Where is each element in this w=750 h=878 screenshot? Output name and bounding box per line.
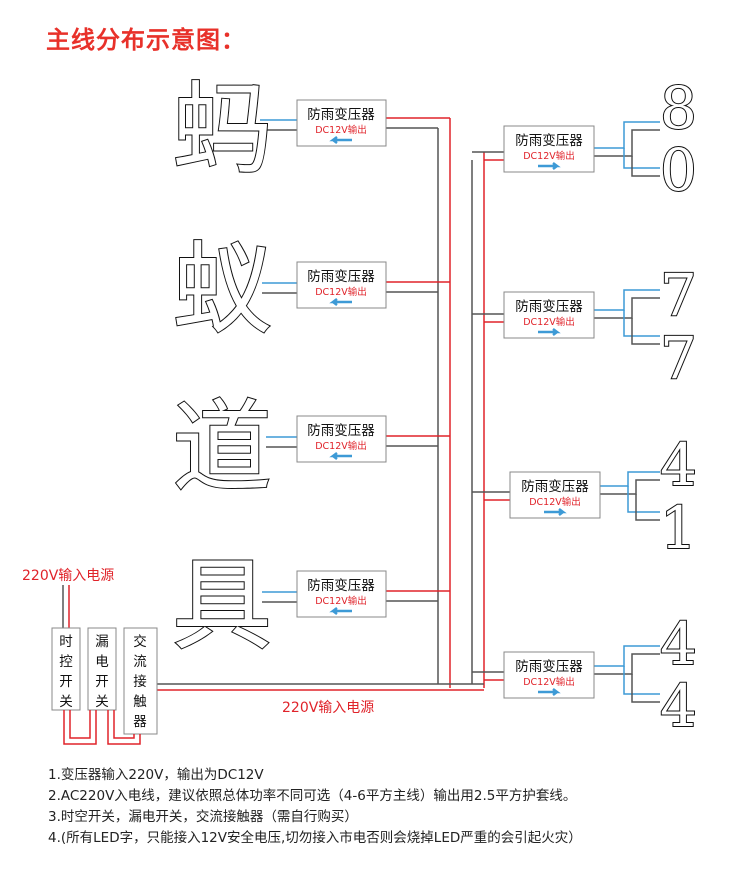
switch-wiring (63, 710, 141, 745)
leakage-switch: 漏 电 开 关 (87, 627, 117, 711)
transformer-output-label: DC12V输出 (315, 595, 367, 607)
svg-text:电: 电 (95, 654, 109, 670)
digit-4b: 4 (660, 610, 697, 678)
transformer-left-3: 防雨变压器 DC12V输出 (296, 415, 387, 463)
char-ju: 具 (172, 547, 272, 664)
digit-1: 1 (660, 494, 697, 562)
transformer-output-label: DC12V输出 (529, 496, 581, 508)
arrow-right-icon (538, 688, 561, 696)
arrow-left-icon (329, 607, 352, 615)
right-feeds (472, 151, 510, 681)
note-4: 4.(所有LED字，只能接入12V安全电压,切勿接入市电否则会烧掉LED严重的会… (48, 830, 582, 846)
note-1: 1.变压器输入220V，输出为DC12V (48, 767, 264, 783)
arrow-right-icon (538, 328, 561, 336)
transformer-title: 防雨变压器 (515, 133, 583, 149)
svg-text:开: 开 (95, 674, 109, 690)
transformer-title: 防雨变压器 (307, 578, 375, 594)
svg-text:流: 流 (133, 654, 147, 670)
transformer-title: 防雨变压器 (307, 107, 375, 123)
power-input-label-top: 220V输入电源 (22, 568, 114, 584)
digit-8: 8 (660, 74, 697, 142)
transformer-right-3: 防雨变压器 DC12V输出 (509, 471, 601, 519)
char-ma: 蚂 (172, 71, 272, 188)
svg-text:关: 关 (59, 694, 73, 710)
svg-text:接: 接 (133, 673, 147, 690)
svg-text:开: 开 (59, 674, 73, 690)
right-output-wires (594, 121, 660, 703)
transformer-right-4: 防雨变压器 DC12V输出 (503, 651, 595, 699)
transformer-output-label: DC12V输出 (523, 150, 575, 162)
arrow-left-icon (329, 452, 352, 460)
arrow-right-icon (538, 162, 561, 170)
diagram-title: 主线分布示意图： (46, 26, 246, 54)
svg-text:触: 触 (133, 694, 147, 710)
transformer-title: 防雨变压器 (307, 423, 375, 439)
transformer-left-2: 防雨变压器 DC12V输出 (296, 261, 387, 309)
transformer-title: 防雨变压器 (515, 299, 583, 315)
note-2: 2.AC220V入电线，建议依照总体功率不同可选（4-6平方主线）输出用2.5平… (48, 788, 577, 804)
char-yi: 蚁 (172, 231, 272, 348)
arrow-left-icon (329, 298, 352, 306)
transformer-left-1: 防雨变压器 DC12V输出 (296, 99, 387, 147)
digit-0: 0 (660, 136, 697, 204)
note-3: 3.时空开关，漏电开关，交流接触器（需自行购买） (48, 809, 358, 825)
transformer-right-2: 防雨变压器 DC12V输出 (503, 291, 595, 339)
transformer-title: 防雨变压器 (515, 659, 583, 675)
svg-text:漏: 漏 (95, 634, 109, 650)
transformer-right-1: 防雨变压器 DC12V输出 (503, 125, 595, 173)
arrow-right-icon (544, 508, 567, 516)
svg-text:时: 时 (59, 634, 73, 650)
left-output-wires (260, 119, 297, 603)
transformer-title: 防雨变压器 (307, 269, 375, 285)
left-feeds (386, 117, 450, 602)
power-input-label-bottom: 220V输入电源 (282, 700, 374, 716)
wiring-diagram: 蚂 蚁 道 具 8 0 7 7 4 1 4 4 防雨变压器 DC12V输出 防雨… (22, 70, 698, 745)
digit-4c: 4 (660, 672, 697, 740)
ac-contactor: 交 流 接 触 器 (123, 627, 158, 735)
char-dao: 道 (172, 389, 272, 506)
digit-7a: 7 (660, 261, 697, 329)
transformer-output-label: DC12V输出 (315, 440, 367, 452)
notes-list: 1.变压器输入220V，输出为DC12V 2.AC220V入电线，建议依照总体功… (48, 765, 582, 849)
digit-7b: 7 (660, 324, 697, 392)
svg-text:关: 关 (95, 694, 109, 710)
arrow-left-icon (329, 136, 352, 144)
digit-4a: 4 (660, 431, 697, 499)
svg-text:器: 器 (133, 714, 147, 730)
svg-text:交: 交 (133, 633, 147, 650)
transformer-output-label: DC12V输出 (315, 124, 367, 136)
transformer-output-label: DC12V输出 (523, 676, 575, 688)
transformer-left-4: 防雨变压器 DC12V输出 (296, 570, 387, 618)
transformer-output-label: DC12V输出 (523, 316, 575, 328)
svg-text:控: 控 (59, 654, 73, 670)
timer-switch: 时 控 开 关 (51, 627, 81, 711)
transformer-title: 防雨变压器 (521, 479, 589, 495)
transformer-output-label: DC12V输出 (315, 286, 367, 298)
